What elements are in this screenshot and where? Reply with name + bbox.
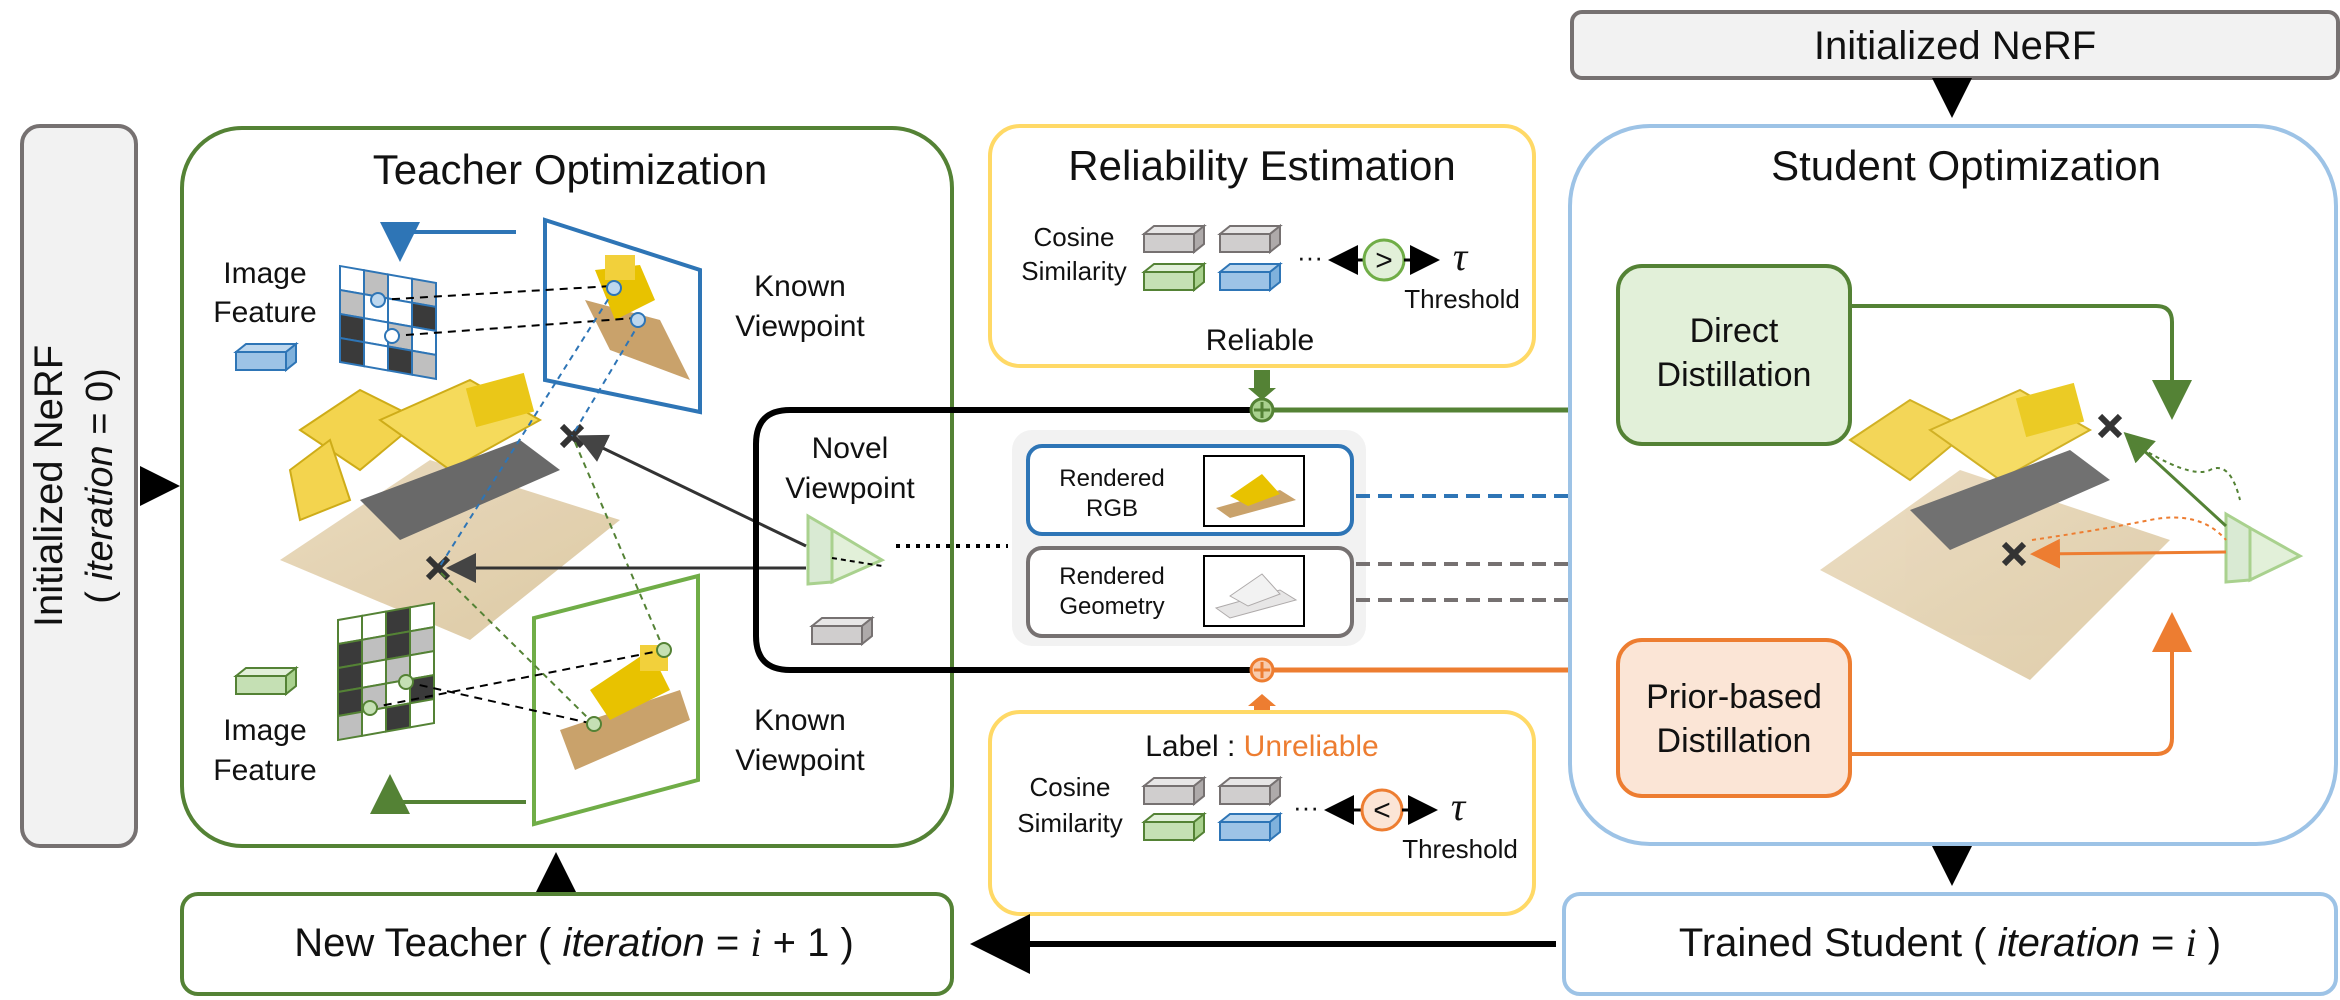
direct-distillation-label-2: Distillation <box>1657 356 1812 394</box>
correspondence-lines <box>369 285 665 725</box>
new-teacher-label: New Teacher ( iteration = i + 1 ) <box>294 920 854 965</box>
initialized-nerf-left-line1: Initialized NeRF <box>27 345 71 627</box>
ray-novel-to-scene-1 <box>576 434 807 548</box>
known-viewpoint-label-top-2: Viewpoint <box>735 310 865 343</box>
new-teacher-box: New Teacher ( iteration = i + 1 ) <box>180 892 954 996</box>
unreliable-cosine-1: Cosine <box>1030 772 1111 802</box>
image-feature-label-top-2: Feature <box>213 296 316 329</box>
reliability-title: Reliability Estimation <box>1068 142 1455 189</box>
novel-viewpoint-label-1: Novel <box>812 432 889 465</box>
ray-intersection-mark-2 <box>425 555 451 581</box>
student-ray-prior <box>2030 538 2227 569</box>
initialized-nerf-left-box: Initialized NeRF ( iteration = 0) <box>20 124 138 848</box>
prior-distillation-label-1: Prior-based <box>1646 678 1822 716</box>
student-prior-trace <box>2031 516 2227 541</box>
arrow-unreliable-up-head <box>1248 694 1276 706</box>
reliable-label: Reliable <box>1206 324 1314 357</box>
initialized-nerf-top-box: Initialized NeRF <box>1570 10 2340 80</box>
student-novel-camera <box>2224 511 2304 584</box>
image-feature-label-bottom-1: Image <box>223 714 306 747</box>
rendered-geometry-label-1: Rendered <box>1059 563 1164 590</box>
image-feature-grid-bottom <box>337 601 435 742</box>
known-viewpoint-label-bottom-1: Known <box>754 704 846 737</box>
arrow-feature-extract-bottom <box>370 774 526 814</box>
rendered-rgb-label-2: RGB <box>1086 495 1138 522</box>
novel-viewpoint-camera <box>806 513 886 586</box>
reliability-cosine-2: Similarity <box>1021 256 1126 286</box>
trained-student-box: Trained Student ( iteration = i ) <box>1562 892 2338 996</box>
student-intersection-mark-1 <box>2097 413 2123 439</box>
arrow-prior-to-scene <box>1852 612 2192 756</box>
known-viewpoint-label-bottom-2: Viewpoint <box>735 744 865 777</box>
unreliable-feature-cubes <box>1141 775 1283 843</box>
unreliable-ellipsis: ··· <box>1293 792 1319 822</box>
feature-cube-green-small <box>233 665 299 697</box>
prior-distillation-label-2: Distillation <box>1657 722 1812 760</box>
unreliable-threshold: Threshold <box>1402 834 1518 864</box>
direct-distillation-label-1: Direct <box>1690 312 1779 350</box>
student-title: Student Optimization <box>1771 142 2161 189</box>
bulldozer-scene-student <box>1820 382 2170 680</box>
trained-student-label: Trained Student ( iteration = i ) <box>1679 920 2221 965</box>
arrow-feature-extract-top <box>380 222 516 262</box>
rendered-rgb-label-1: Rendered <box>1059 465 1164 492</box>
correspondence-points <box>362 280 672 732</box>
student-intersection-mark-2 <box>2001 541 2027 567</box>
reliability-cosine-1: Cosine <box>1034 222 1115 252</box>
image-feature-label-top-1: Image <box>223 257 306 290</box>
teacher-title: Teacher Optimization <box>373 146 768 193</box>
unreliable-label-line: Label : Unreliable <box>1145 730 1379 763</box>
feature-cube-blue-small <box>233 341 299 373</box>
reliability-feature-cubes <box>1141 223 1283 293</box>
unreliable-cosine-2: Similarity <box>1017 808 1122 838</box>
reliability-threshold: Threshold <box>1404 284 1520 314</box>
arrow-reliable-down-head <box>1248 388 1276 400</box>
initialized-nerf-left-line2: ( iteration = 0) <box>79 368 121 604</box>
less-than-symbol: < <box>1373 794 1391 827</box>
known-viewpoint-image-bottom <box>532 573 700 827</box>
novel-viewpoint-label-2: Viewpoint <box>785 472 915 505</box>
arrow-direct-to-scene <box>1852 304 2192 420</box>
initialized-nerf-top-label: Initialized NeRF <box>1814 24 2096 68</box>
greater-than-symbol: > <box>1375 244 1393 277</box>
rendered-geometry-label-2: Geometry <box>1059 593 1164 620</box>
rendered-outputs-panel: Rendered RGB Rendered Geometry <box>1012 430 1366 646</box>
bulldozer-scene-teacher <box>280 372 620 640</box>
image-feature-label-bottom-2: Feature <box>213 754 316 787</box>
direct-distillation-box: Direct Distillation <box>1616 264 1852 446</box>
rendered-rgb-thumbnail <box>1203 455 1305 527</box>
teacher-output-bracket <box>753 407 1262 673</box>
prior-based-distillation-box: Prior-based Distillation <box>1616 638 1852 798</box>
reliable-merge-junction <box>1249 397 1275 423</box>
unreliable-estimation-panel: Label : Unreliable Cosine Similarity ···… <box>988 710 1536 916</box>
known-viewpoint-label-top-1: Known <box>754 270 846 303</box>
unreliable-tau: τ <box>1451 784 1467 829</box>
unreliable-merge-junction <box>1249 657 1275 683</box>
student-direct-trace <box>2127 439 2241 501</box>
feature-cube-gray-novel <box>809 615 875 647</box>
image-feature-grid-top <box>339 264 437 381</box>
reliability-ellipsis: ··· <box>1297 242 1323 272</box>
reliability-estimation-panel: Reliability Estimation Cosine Similarity… <box>988 124 1536 368</box>
reliability-tau: τ <box>1453 234 1469 279</box>
rendered-geometry-thumbnail <box>1203 555 1305 627</box>
known-viewpoint-image-top <box>543 217 702 415</box>
